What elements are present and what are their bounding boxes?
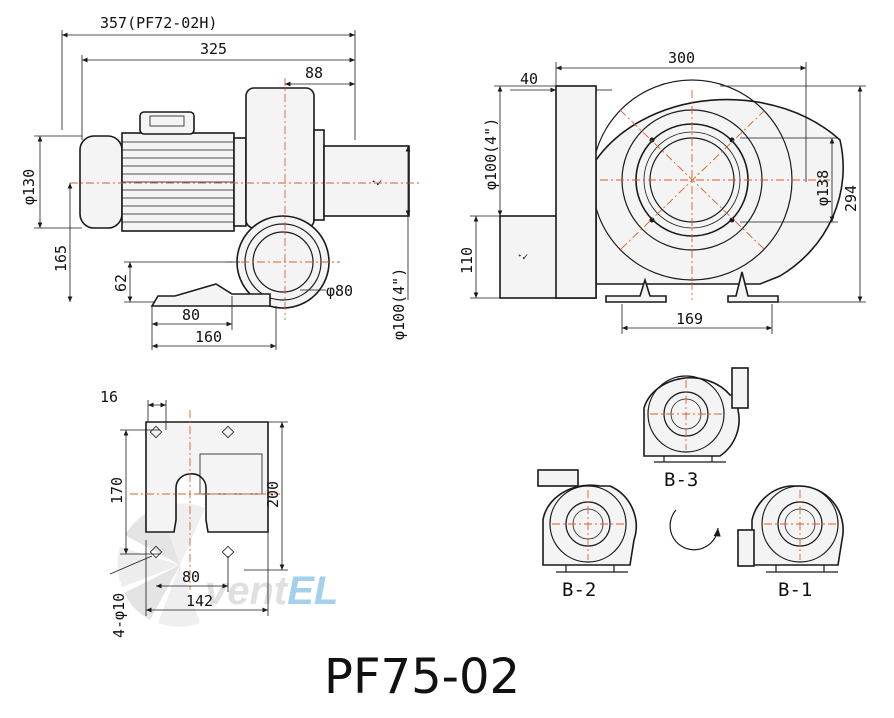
b3-outlet (731, 367, 749, 409)
terminal-box (139, 111, 195, 135)
dim-height-165: 165 (52, 245, 70, 272)
dim-pitch-80: 80 (182, 568, 200, 586)
motor-flange (233, 137, 247, 227)
dim-height-62: 62 (112, 274, 130, 292)
blower-housing (245, 87, 315, 229)
dim-outlet-offset: 88 (305, 64, 323, 82)
orientation-b3: B-3 (643, 367, 749, 491)
dim-motor-dia: φ130 (20, 169, 38, 205)
dim-side-outlet-dia: φ100(4") (482, 118, 500, 190)
dim-base-80: 80 (182, 306, 200, 324)
orientation-b2: B-2 (537, 469, 637, 601)
rotation-arrow-icon (669, 509, 721, 551)
base-plate-view: 16 170 200 80 142 4-φ10 (100, 388, 288, 638)
dim-holes: 4-φ10 (110, 593, 128, 638)
outlet-duct (323, 145, 410, 217)
dim-side-height-110: 110 (458, 247, 476, 274)
orientation-b1: B-1 (737, 485, 844, 601)
dim-width-142: 142 (186, 592, 213, 610)
dim-side-width: 300 (668, 49, 695, 67)
dim-inlet-dia: φ80 (326, 282, 353, 300)
front-base (150, 283, 271, 307)
dim-side-inlet-dia: φ138 (814, 170, 832, 206)
dim-side-height-294: 294 (842, 185, 860, 212)
model-title: PF75-02 (324, 649, 520, 705)
dim-width: 325 (200, 40, 227, 58)
motor-endcap (79, 135, 123, 229)
side-foot-right (727, 271, 779, 303)
svg-text:ᐩ✓: ᐩ✓ (372, 179, 383, 189)
dim-pitch-170: 170 (108, 477, 126, 504)
dim-edge-16: 16 (100, 388, 118, 406)
side-outlet-flange (555, 85, 597, 299)
dim-outlet-dia: φ100(4") (390, 268, 408, 340)
base-plate (145, 421, 269, 533)
b2-outlet (537, 469, 579, 487)
dim-side-offset: 40 (520, 70, 538, 88)
mount-holes (149, 425, 235, 559)
b1-outlet (737, 529, 755, 567)
side-view: ᐩ✓ 300 40 φ100(4") 110 φ138 294 (458, 49, 866, 334)
dim-base-160: 160 (195, 328, 222, 346)
label-b3: B-3 (664, 469, 698, 491)
label-b1: B-1 (778, 579, 812, 601)
watermark-text: ventEL (205, 569, 338, 613)
label-b2: B-2 (562, 579, 596, 601)
svg-text:ᐩ✓: ᐩ✓ (518, 253, 529, 263)
dim-height-200: 200 (264, 481, 282, 508)
side-foot-left (605, 277, 667, 303)
housing-ring (313, 129, 325, 221)
front-view: ᐩ✓ 357(PF72-02H) 325 88 φ130 165 62 (20, 14, 420, 350)
dim-side-base-169: 169 (676, 310, 703, 328)
dim-overall: 357(PF72-02H) (100, 14, 217, 32)
